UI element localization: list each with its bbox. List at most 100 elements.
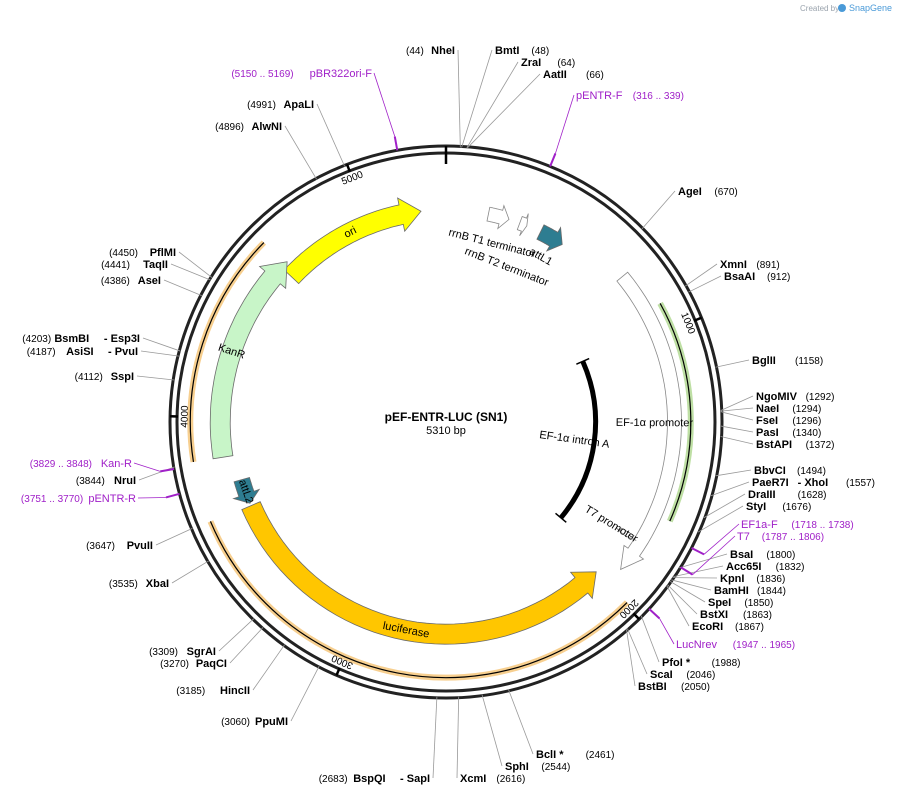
site-ngomiv[interactable]: NgoMIV(1292) bbox=[720, 391, 835, 411]
site-taqii[interactable]: TaqII(4441) bbox=[101, 259, 211, 281]
site-name: BstXI bbox=[700, 609, 728, 621]
site-paer7i[interactable]: PaeR7I- XhoI(1557) bbox=[710, 477, 875, 497]
site-zrai[interactable]: ZraI(64) bbox=[466, 57, 575, 148]
site-bstapi[interactable]: BstAPI(1372) bbox=[720, 436, 835, 451]
site-extra: - XhoI bbox=[798, 477, 829, 489]
orf-kanr-line bbox=[189, 242, 265, 463]
site-asei[interactable]: AseI(4386) bbox=[101, 275, 202, 297]
site-position: (3270) bbox=[160, 659, 189, 670]
site-hincii[interactable]: HincII(3185) bbox=[176, 644, 285, 697]
feature-rrnB-T1-terminator[interactable]: rrnB T1 terminator bbox=[447, 204, 537, 261]
site-bsai[interactable]: BsaI(1800) bbox=[679, 549, 795, 569]
site-bsaai[interactable]: BsaAI(912) bbox=[688, 271, 790, 293]
feature-attL1[interactable]: attL1 bbox=[527, 224, 563, 268]
snapgene-logo-icon bbox=[838, 4, 846, 12]
feature-KanR[interactable]: KanR bbox=[209, 261, 288, 460]
site-bbvci[interactable]: BbvCI(1494) bbox=[715, 465, 826, 477]
primer-kan-r[interactable]: Kan-R(3829 .. 3848) bbox=[30, 458, 175, 473]
site-leader-sspi bbox=[136, 375, 175, 381]
primer-t7[interactable]: T7(1787 .. 1806) bbox=[680, 531, 824, 576]
site-leader-sgrai bbox=[218, 618, 255, 652]
site-sgrai[interactable]: SgrAI(3309) bbox=[149, 618, 255, 658]
site-name: TaqII bbox=[143, 259, 168, 271]
site-bglii[interactable]: BglII(1158) bbox=[715, 355, 823, 368]
primer-pentr-r[interactable]: pENTR-R(3751 .. 3770) bbox=[21, 492, 180, 505]
site-position: (1836) bbox=[756, 574, 785, 585]
site-leader-xbai bbox=[171, 560, 209, 584]
site-scai[interactable]: ScaI(2046) bbox=[627, 628, 715, 681]
site-name: Acc65I bbox=[726, 561, 761, 573]
site-aatii[interactable]: AatII(66) bbox=[467, 69, 604, 149]
site-name: SphI bbox=[505, 761, 529, 773]
site-position: (1832) bbox=[776, 562, 805, 573]
primer-pbr322ori-f[interactable]: pBR322ori-F(5150 .. 5169) bbox=[231, 68, 399, 151]
site-position: (48) bbox=[531, 46, 549, 57]
site-sspi[interactable]: SspI(4112) bbox=[75, 371, 175, 383]
site-position: (1292) bbox=[806, 392, 835, 403]
site-name: PflMI bbox=[150, 247, 176, 259]
site-styi[interactable]: StyI(1676) bbox=[697, 501, 811, 533]
orf-luciferase-line bbox=[209, 521, 628, 679]
site-leader-ppumi bbox=[290, 665, 320, 722]
site-bamhi[interactable]: BamHI(1844) bbox=[671, 579, 786, 597]
site-position: (3647) bbox=[86, 541, 115, 552]
site-alwni[interactable]: AlwNI(4896) bbox=[215, 121, 317, 180]
primer-pentr-f[interactable]: pENTR-F(316 .. 339) bbox=[549, 90, 684, 167]
primer-ef1a-f[interactable]: EF1a-F(1718 .. 1738) bbox=[691, 519, 854, 556]
primer-leader bbox=[659, 618, 675, 645]
site-name: BsaAI bbox=[724, 271, 755, 283]
rrnB-T2-terminator-arrow bbox=[516, 213, 529, 237]
site-position: (44) bbox=[406, 46, 424, 57]
site-ppumi[interactable]: PpuMI(3060) bbox=[221, 665, 320, 728]
site-draiii[interactable]: DraIII(1628) bbox=[703, 489, 827, 519]
EF-1a-intron-A-label: EF-1α intron A bbox=[539, 429, 611, 451]
site-xbai[interactable]: XbaI(3535) bbox=[109, 560, 209, 590]
site-xmni[interactable]: XmnI(891) bbox=[684, 259, 780, 287]
site-bcli[interactable]: BclI *(2461) bbox=[508, 689, 615, 761]
site-nhei[interactable]: NheI(44) bbox=[406, 45, 461, 148]
feature-T7-promoter[interactable]: T7 promoter bbox=[582, 503, 640, 545]
site-position: (64) bbox=[557, 58, 575, 69]
site-bstxi[interactable]: BstXI(1863) bbox=[667, 584, 772, 621]
T7-promoter-arrow bbox=[615, 527, 637, 541]
feature-EF-1a-promoter[interactable]: EF-1α promoter bbox=[616, 271, 694, 571]
site-position: (4386) bbox=[101, 276, 130, 287]
site-pfoi[interactable]: PfoI *(1988) bbox=[640, 615, 741, 669]
primer-lucnrev[interactable]: LucNrev(1947 .. 1965) bbox=[648, 608, 795, 651]
site-pasi[interactable]: PasI(1340) bbox=[720, 425, 821, 439]
site-leader-bsai bbox=[679, 553, 728, 569]
site-kpni[interactable]: KpnI(1836) bbox=[672, 573, 786, 585]
site-leader-bmti bbox=[461, 49, 493, 148]
site-pflmi[interactable]: PflMI (4450) bbox=[109, 247, 213, 278]
site-leader-hincii bbox=[252, 644, 285, 691]
site-leader-bstbi bbox=[626, 629, 636, 687]
site-ecori[interactable]: EcoRI(1867) bbox=[666, 585, 764, 633]
site-leader-zrai bbox=[466, 61, 519, 148]
site-bstbi[interactable]: BstBI(2050) bbox=[626, 629, 710, 693]
feature-luciferase[interactable]: luciferase bbox=[241, 501, 597, 645]
site-fsei[interactable]: FseI(1296) bbox=[720, 411, 821, 427]
site-sphi[interactable]: SphI(2544) bbox=[481, 694, 570, 773]
site-pvuii[interactable]: PvuII(3647) bbox=[86, 527, 193, 552]
feature-attL2[interactable]: attL2 bbox=[232, 477, 261, 506]
primer-mark bbox=[691, 547, 705, 556]
feature-ori[interactable]: ori bbox=[283, 197, 422, 285]
site-leader-bspqi bbox=[432, 696, 438, 779]
site-spei[interactable]: SpeI(1850) bbox=[669, 581, 773, 609]
site-leader-paer7i bbox=[710, 481, 750, 497]
site-position: (4450) bbox=[109, 248, 138, 259]
site-paqci[interactable]: PaqCI(3270) bbox=[160, 627, 264, 670]
site-acc65i[interactable]: Acc65I (1832) bbox=[673, 561, 805, 577]
site-apali[interactable]: ApaLI(4991) bbox=[247, 99, 346, 167]
feature-EF-1a-intron-A[interactable]: EF-1α intron A bbox=[539, 357, 611, 523]
site-position: (4203) bbox=[22, 334, 51, 345]
site-naei[interactable]: NaeI(1294) bbox=[720, 403, 822, 415]
site-name: AlwNI bbox=[251, 121, 282, 133]
site-agei[interactable]: AgeI(670) bbox=[641, 186, 738, 230]
site-xcmi[interactable]: XcmI(2616) bbox=[456, 696, 525, 785]
site-bmti[interactable]: BmtI(48) bbox=[461, 45, 550, 148]
